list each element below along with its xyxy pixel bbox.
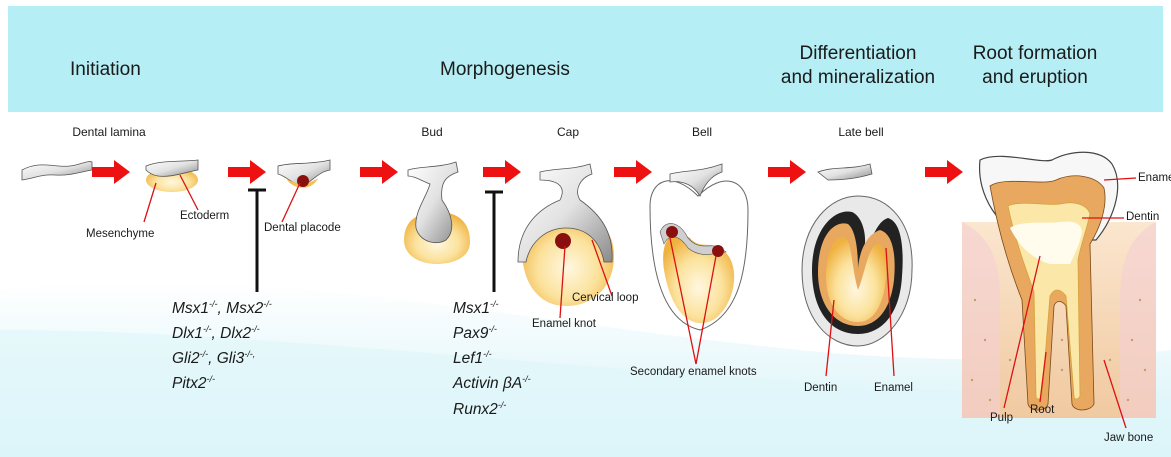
gene-separator: , bbox=[208, 350, 217, 367]
gene-genotype: -/- bbox=[203, 324, 212, 334]
stage-bud: Bud bbox=[412, 125, 452, 139]
arrow-5 bbox=[614, 160, 652, 184]
gene-genotype: -/- bbox=[206, 374, 215, 384]
bud-illustration bbox=[404, 162, 470, 264]
gene-genotype: -/- bbox=[522, 374, 531, 384]
gene-genotype: -/- bbox=[490, 299, 499, 309]
cap-illustration bbox=[518, 164, 614, 306]
gene-row: Lef1-/- bbox=[453, 344, 531, 369]
gene-list-initiation: Msx1-/-, Msx2-/-Dlx1-/-, Dlx2-/-Gli2-/-,… bbox=[172, 294, 272, 395]
label-ectoderm: Ectoderm bbox=[180, 210, 229, 222]
gene-genotype: -/- bbox=[488, 324, 497, 334]
phase-morphogenesis: Morphogenesis bbox=[440, 58, 570, 82]
arrow-4 bbox=[483, 160, 521, 184]
arrow-1 bbox=[92, 160, 130, 184]
phase-differentiation-line2: and mineralization bbox=[770, 66, 946, 90]
phase-differentiation: Differentiation and mineralization bbox=[770, 42, 946, 90]
gene-row: Runx2-/- bbox=[453, 395, 531, 420]
gene-name: Lef1 bbox=[453, 350, 483, 367]
gene-list-bud: Msx1-/-Pax9-/-Lef1-/-Activin βA-/-Runx2-… bbox=[453, 294, 531, 420]
label-enamel-late-bell: Enamel bbox=[874, 382, 913, 394]
gene-genotype: -/- bbox=[498, 400, 507, 410]
gene-genotype: -/- bbox=[483, 349, 492, 359]
gene-genotype: -/- bbox=[200, 349, 209, 359]
arrow-3 bbox=[360, 160, 398, 184]
gene-row: Dlx1-/-, Dlx2-/- bbox=[172, 319, 272, 344]
label-root: Root bbox=[1030, 404, 1054, 416]
gene-name: Activin βA bbox=[453, 376, 522, 393]
gene-name: Pitx2 bbox=[172, 376, 206, 393]
gene-row: Pitx2-/- bbox=[172, 369, 272, 394]
arrow-7 bbox=[925, 160, 963, 184]
gene-name: Msx2 bbox=[226, 300, 263, 317]
stage-late-bell: Late bell bbox=[826, 125, 896, 139]
gene-row: Msx1-/-, Msx2-/- bbox=[172, 294, 272, 319]
label-enamel-knot: Enamel knot bbox=[532, 318, 596, 330]
gene-row: Msx1-/- bbox=[453, 294, 531, 319]
stage-bell: Bell bbox=[682, 125, 722, 139]
gene-genotype: -/- bbox=[209, 299, 218, 309]
gene-row: Gli2-/-, Gli3-/-, bbox=[172, 344, 272, 369]
label-dentin-tooth: Dentin bbox=[1126, 211, 1159, 223]
gene-row: Activin βA-/- bbox=[453, 369, 531, 394]
label-dental-placode: Dental placode bbox=[264, 222, 341, 234]
gene-name: Gli3 bbox=[217, 350, 245, 367]
gene-name: Dlx2 bbox=[220, 325, 251, 342]
gene-genotype: -/- bbox=[251, 324, 260, 334]
phase-root-line1: Root formation bbox=[962, 42, 1108, 66]
thickening-illustration bbox=[146, 160, 198, 192]
gene-name: Pax9 bbox=[453, 325, 488, 342]
gene-genotype: -/- bbox=[263, 299, 272, 309]
phase-differentiation-line1: Differentiation bbox=[770, 42, 946, 66]
placode-illustration bbox=[278, 160, 330, 188]
label-jaw-bone: Jaw bone bbox=[1104, 432, 1153, 444]
late-bell-illustration bbox=[802, 164, 912, 346]
inhibition-bar-bud bbox=[485, 192, 503, 292]
arrow-2 bbox=[228, 160, 266, 184]
bell-illustration bbox=[650, 164, 748, 330]
mature-tooth-illustration bbox=[962, 152, 1156, 418]
gene-row: Pax9-/- bbox=[453, 319, 531, 344]
stage-dental-lamina: Dental lamina bbox=[54, 125, 164, 139]
gene-name: Runx2 bbox=[453, 401, 498, 418]
phase-root-formation: Root formation and eruption bbox=[962, 42, 1108, 90]
gene-genotype: -/-, bbox=[244, 349, 255, 359]
gene-name: Msx1 bbox=[453, 300, 490, 317]
label-cervical-loop: Cervical loop bbox=[572, 292, 638, 304]
gene-separator: , bbox=[218, 300, 227, 317]
gene-separator: , bbox=[212, 325, 221, 342]
label-pulp: Pulp bbox=[990, 412, 1013, 424]
phase-root-line2: and eruption bbox=[962, 66, 1108, 90]
gene-name: Msx1 bbox=[172, 300, 209, 317]
inhibition-bar-initiation bbox=[248, 190, 266, 292]
gene-name: Gli2 bbox=[172, 350, 200, 367]
arrow-6 bbox=[768, 160, 806, 184]
label-mesenchyme: Mesenchyme bbox=[86, 228, 154, 240]
gene-name: Dlx1 bbox=[172, 325, 203, 342]
label-dentin-late-bell: Dentin bbox=[804, 382, 837, 394]
label-enamel-tooth: Enamel bbox=[1138, 172, 1171, 184]
dental-lamina-sheet bbox=[22, 162, 92, 180]
stage-cap: Cap bbox=[548, 125, 588, 139]
phase-initiation: Initiation bbox=[70, 58, 141, 82]
label-secondary-enamel-knots: Secondary enamel knots bbox=[630, 366, 757, 378]
